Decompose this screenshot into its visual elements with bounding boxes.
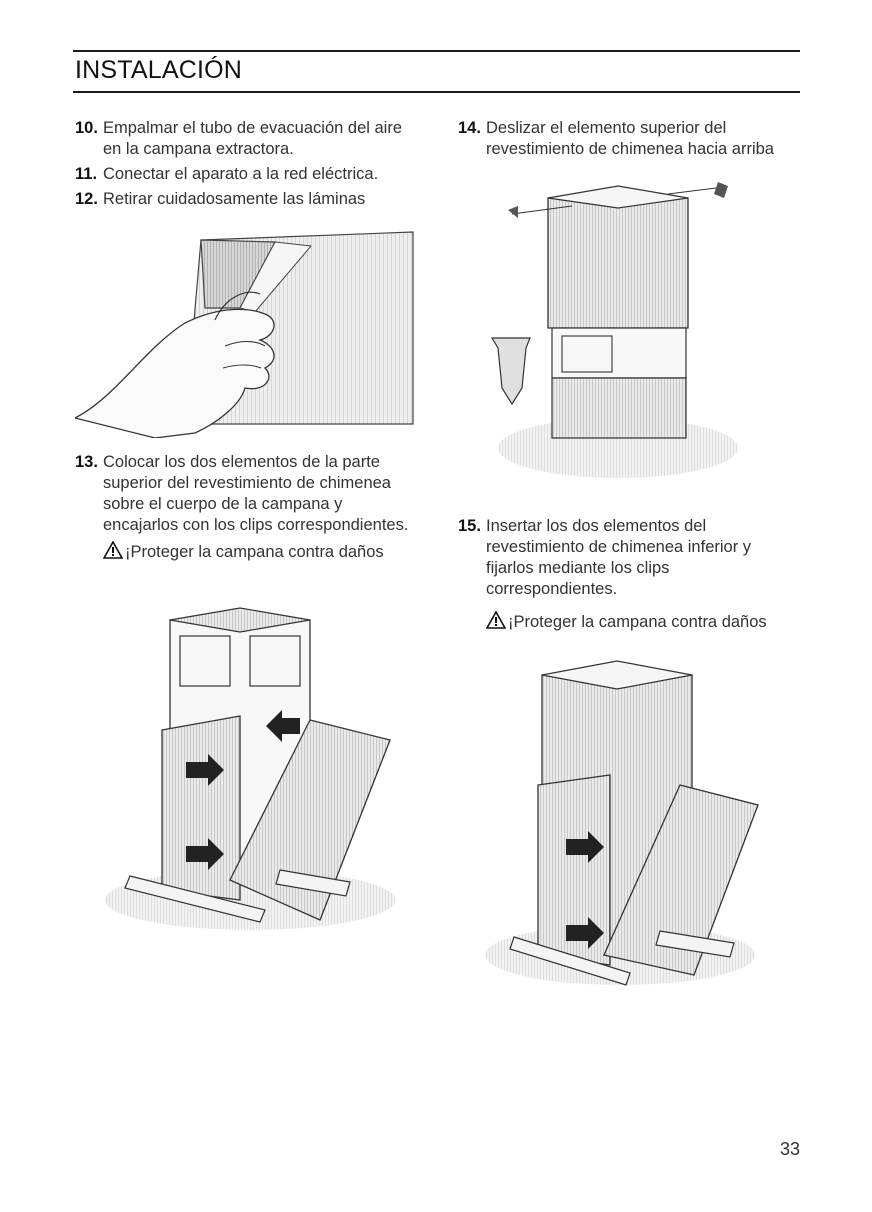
step-text: Deslizar el elemento superior del revest… [486,119,774,158]
header-rule-bottom [73,91,800,93]
step-13: 13. Colocar los dos elementos de la parte… [75,452,420,536]
step-15: 15. Insertar los dos elementos del revest… [458,516,803,600]
step-number: 11. [75,165,98,183]
page-title: INSTALACIÓN [75,56,243,84]
step-14: 14. Deslizar el elemento superior del rev… [458,118,803,160]
warning-note: ¡Proteger la campana contra daños [75,541,420,563]
step-number: 13. [75,453,98,471]
step-number: 15. [458,517,481,535]
step-text: Colocar los dos elementos de la parte su… [103,453,409,534]
right-step-14-block: 14. Deslizar el elemento superior del rev… [458,118,803,160]
warning-note: ¡Proteger la campana contra daños [458,611,803,633]
step-text: Retirar cuidadosamente las láminas [103,190,366,208]
warning-triangle-icon [103,541,123,559]
left-steps-list: 10. Empalmar el tubo de evacuación del ai… [75,118,420,210]
warning-text: ¡Proteger la campana contra daños [508,613,767,631]
chimney-slide-illustration [490,182,738,478]
step-number: 12. [75,190,98,208]
right-step-15-block: 15. Insertar los dos elementos del revest… [458,516,803,633]
chimney-assembly-illustration-right [485,660,759,986]
step-text: Conectar el aparato a la red eléctrica. [103,165,379,183]
step-11: 11. Conectar el aparato a la red eléctric… [75,164,420,185]
step-12: 12. Retirar cuidadosamente las láminas [75,189,420,210]
left-step-13-block: 13. Colocar los dos elementos de la parte… [75,452,420,563]
step-text: Empalmar el tubo de evacuación del aire … [103,119,403,158]
page-number: 33 [779,1139,800,1159]
step-text: Insertar los dos elementos del revestimi… [486,517,752,598]
step-number: 10. [75,119,98,137]
chimney-assembly-illustration-left [105,607,395,930]
header-rule-top [73,50,800,52]
step-number: 14. [458,119,481,137]
warning-triangle-icon [486,611,506,629]
peel-film-illustration [75,231,414,438]
step-10: 10. Empalmar el tubo de evacuación del ai… [75,118,420,160]
warning-text: ¡Proteger la campana contra daños [125,543,384,561]
